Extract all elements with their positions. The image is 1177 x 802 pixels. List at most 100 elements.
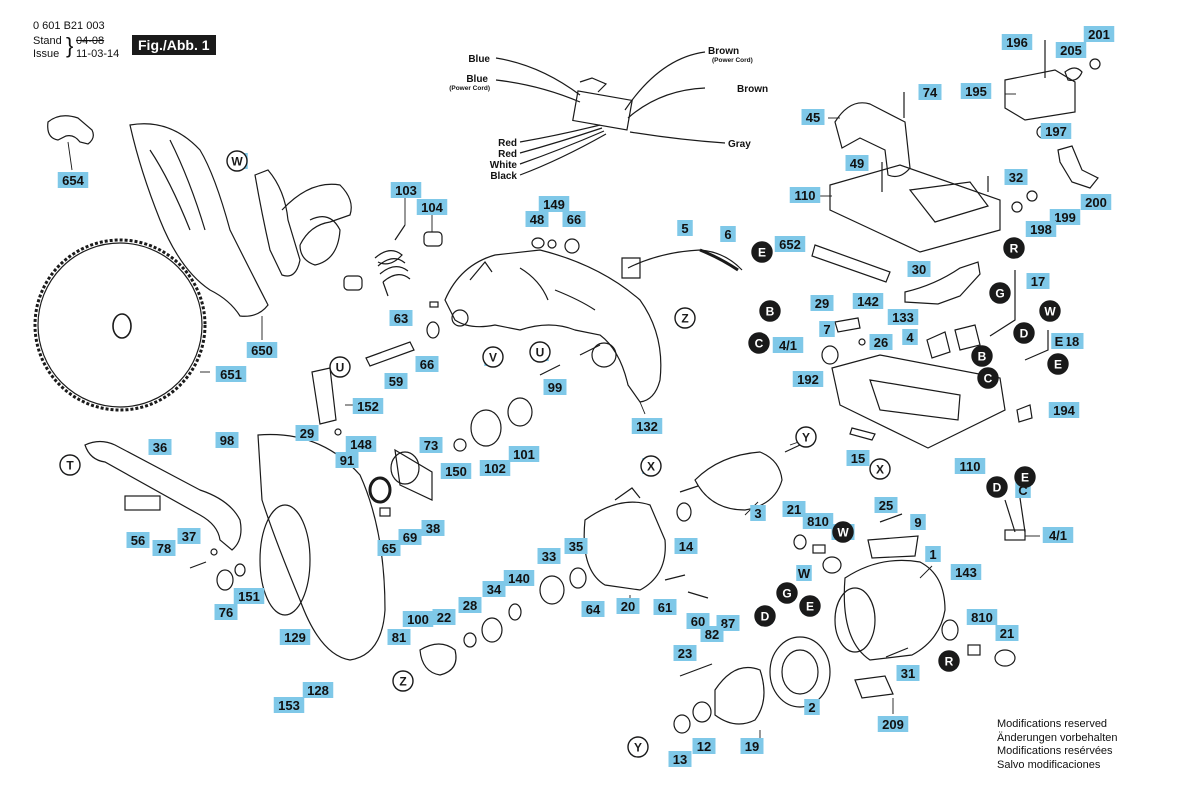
guard-bracket-drawing: [254, 169, 301, 277]
part-number-text: 149: [543, 197, 565, 212]
part-number-text: 100: [407, 612, 429, 627]
modifications-line: Salvo modificaciones: [997, 758, 1101, 771]
part-number-label-bg: [432, 609, 456, 625]
part-number-label-bg: [1080, 194, 1112, 210]
reference-letter-circle: [640, 455, 662, 477]
part-number-text: 128: [307, 683, 329, 698]
part-number-label: 4: [902, 329, 918, 345]
part-number-text: 76: [219, 605, 233, 620]
part-number-label: 810: [966, 609, 998, 625]
part-number-label-bg: [925, 546, 941, 562]
reference-letter-text: X: [647, 460, 655, 474]
spring-drawing: [374, 250, 411, 283]
modifications-line: Änderungen vorbehalten: [997, 731, 1118, 744]
part-number-label: 63: [389, 310, 413, 326]
part-number-label: 19: [740, 738, 764, 754]
dust-elbow-drawing: [47, 115, 94, 145]
part-number-label-bg: [440, 463, 472, 479]
reference-letter-circle: [971, 345, 993, 367]
reference-letter: U: [529, 341, 551, 363]
reference-letter-circle: [329, 356, 351, 378]
part-number-label: 56: [126, 532, 150, 548]
part-number-label-bg: [692, 738, 716, 754]
part-number-label: 21: [782, 501, 806, 517]
part-number-text: 99: [548, 380, 562, 395]
part-number-label-bg: [1042, 527, 1074, 543]
reference-letter-text: E: [758, 246, 766, 260]
part-number-label-bg: [1025, 221, 1057, 237]
part-number-label-bg: [562, 211, 586, 227]
part-number-label-bg: [918, 84, 942, 100]
part-number-text: C: [1018, 483, 1028, 498]
part-number-label-bg: [126, 532, 150, 548]
part-number-label-bg: [345, 436, 377, 452]
part-number-label: 652: [774, 236, 806, 252]
part-number-label-bg: [960, 83, 992, 99]
reference-letter-text: V: [489, 351, 497, 365]
reference-letter-text: R: [945, 655, 954, 669]
part-number-label-bg: [852, 293, 884, 309]
part-number-label: 76: [214, 604, 238, 620]
part-number-text: 810: [807, 514, 829, 529]
part-number-label-bg: [686, 613, 710, 629]
figure-label: Fig./Abb. 1: [132, 35, 216, 55]
part-number-text: 152: [357, 399, 379, 414]
reference-letter-text: E: [1054, 358, 1062, 372]
part-number-text: 35: [569, 539, 583, 554]
reference-letter-circle: [482, 346, 504, 368]
part-number-label-bg: [631, 418, 663, 434]
part-number-text: 148: [350, 437, 372, 452]
part-number-label-bg: [537, 548, 561, 564]
motor-shell-drawing: [843, 559, 946, 661]
reference-letter: G: [989, 282, 1011, 304]
part-number-label-bg: [877, 716, 909, 732]
part-number-text: W: [798, 566, 811, 581]
stand-value: 04-08: [76, 35, 105, 47]
part-number-text: 13: [673, 752, 687, 767]
reference-letter-circle: [627, 736, 649, 758]
part-number-label-bg: [869, 334, 893, 350]
part-number-label: 60: [686, 613, 710, 629]
part-number-text: 56: [131, 533, 145, 548]
part-number-label-bg: [750, 505, 766, 521]
part-number-label-bg: [740, 738, 764, 754]
part-number-text: 205: [1060, 43, 1082, 58]
reference-letter: W: [226, 150, 248, 172]
part-number-label: 128: [302, 682, 334, 698]
part-number-text: 201: [1088, 27, 1110, 42]
modifications-line: Modifications resérvées: [997, 745, 1113, 757]
part-number-text: 18: [1065, 334, 1079, 349]
part-number-label-bg: [772, 337, 804, 353]
reference-letter-text: B: [978, 350, 987, 364]
reference-letter-circle: [1014, 466, 1036, 488]
reference-letter-circle: [226, 150, 248, 172]
base-housing-drawing: [831, 354, 1006, 449]
part-number-text: 29: [300, 426, 314, 441]
part-number-label: 104: [416, 199, 448, 215]
issue-label: Issue: [33, 48, 60, 60]
reference-letter: D: [1013, 322, 1035, 344]
part-number-text: 2: [808, 700, 815, 715]
part-number-label-bg: [152, 540, 176, 556]
part-number-text: 32: [1009, 170, 1023, 185]
part-number-label-bg: [352, 398, 384, 414]
reference-letter-text: D: [993, 481, 1002, 495]
part-number-label: 49: [845, 155, 869, 171]
part-number-label-bg: [616, 598, 640, 614]
part-number-text: 3: [754, 506, 761, 521]
part-number-label-bg: [525, 211, 549, 227]
reference-letter-text: C: [755, 337, 764, 351]
part-number-label-bg: [538, 196, 570, 212]
part-number-label-bg: [482, 581, 506, 597]
wire-color-label: Blue: [468, 54, 490, 65]
part-number-label: 129: [279, 629, 311, 645]
part-number-label-bg: [233, 588, 265, 604]
part-number-text: 652: [779, 237, 801, 252]
part-number-text: 59: [389, 374, 403, 389]
part-number-label: 14: [674, 538, 698, 554]
part-number-label-bg: [279, 629, 311, 645]
part-number-label-bg: [421, 520, 445, 536]
part-number-label-bg: [57, 172, 89, 188]
part-number-label: 91: [335, 452, 359, 468]
part-number-text: 19: [745, 739, 759, 754]
